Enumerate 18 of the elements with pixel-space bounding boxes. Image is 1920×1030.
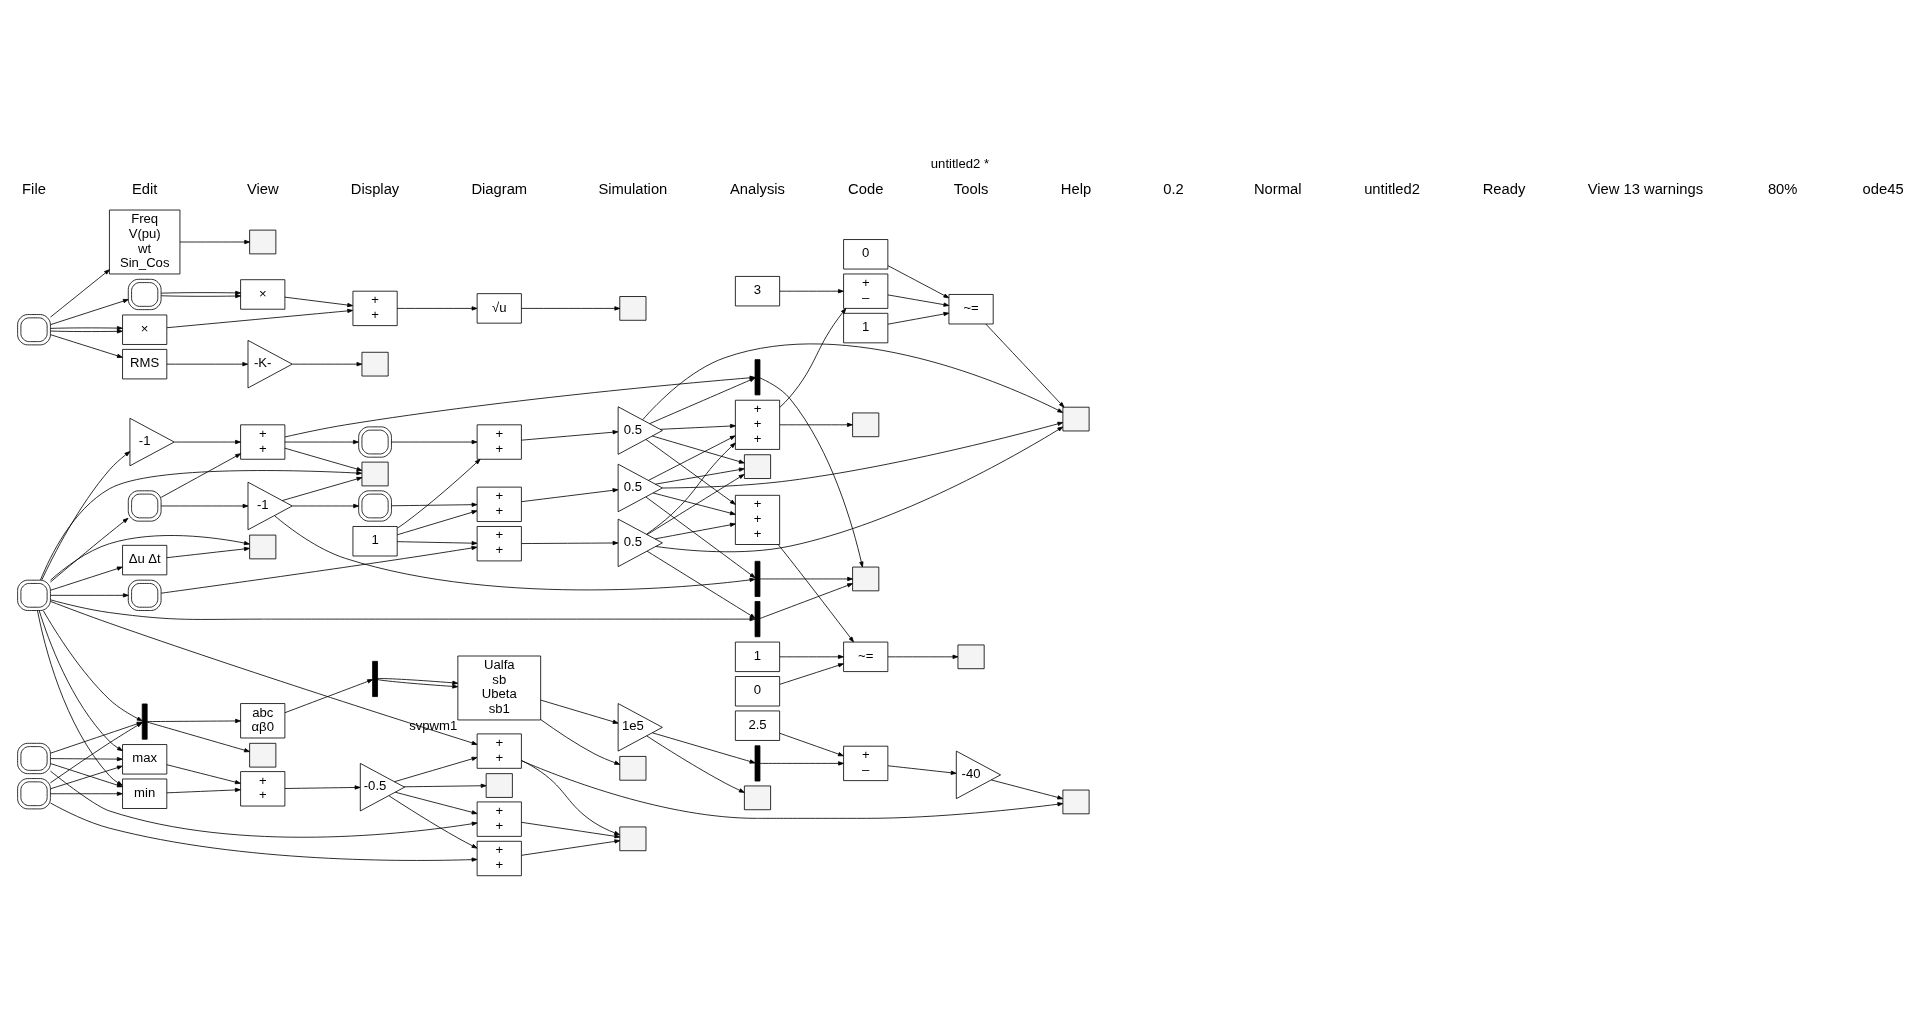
label: Normal: [1253, 180, 1302, 197]
label: File: [22, 180, 46, 197]
label: Analysis: [730, 180, 785, 197]
label: Simulation: [598, 180, 668, 197]
label: Ready: [1482, 180, 1526, 197]
label: ode45: [1862, 180, 1904, 197]
label: untitled2: [1364, 180, 1420, 197]
label: Tools: [953, 180, 989, 197]
label: Diagram: [471, 180, 528, 197]
label: 80%: [1767, 180, 1798, 197]
label: Code: [848, 180, 884, 197]
label: View: [246, 180, 279, 197]
label: Display: [350, 180, 400, 197]
label: 0.2: [1163, 180, 1184, 197]
label: View 13 warnings: [1587, 180, 1704, 197]
label: Edit: [131, 180, 158, 197]
diagram-title: untitled2 *: [930, 156, 990, 172]
label: Help: [1060, 180, 1092, 197]
